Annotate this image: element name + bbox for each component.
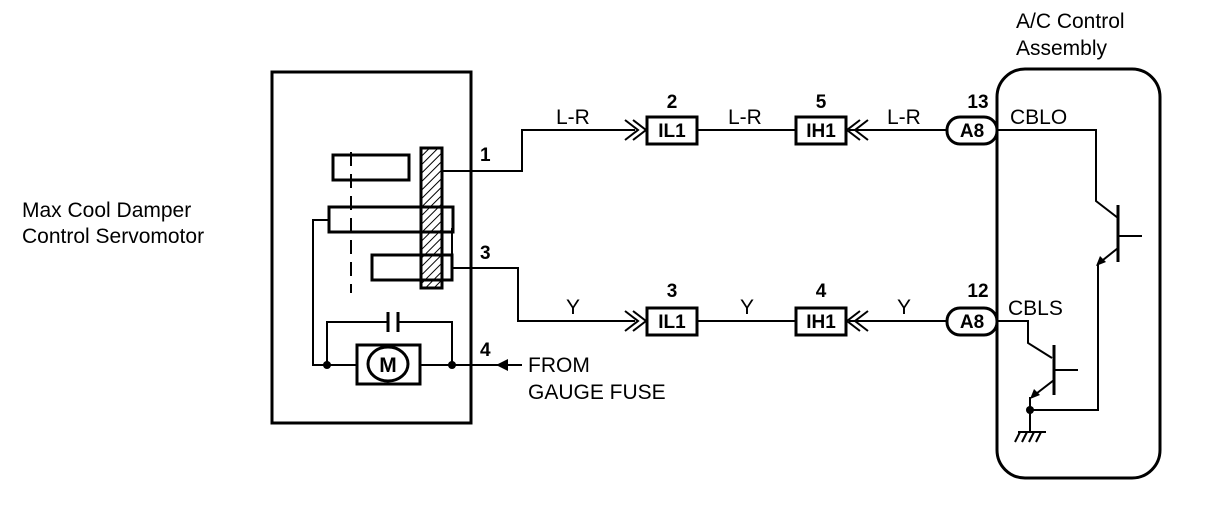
wire-color-y-1: Y: [566, 296, 580, 319]
transistor-lower-arrow: [1030, 389, 1040, 399]
servomotor-label-line1: Max Cool Damper: [22, 199, 191, 222]
connector-arrow-il1-top: [624, 119, 640, 141]
ac-control-title-line2: Assembly: [1016, 37, 1108, 60]
servomotor-box: [270, 70, 473, 425]
lower-circuit: 3 Y IL1 3 Y IH1 4 Y A8 12: [471, 243, 999, 337]
wire-y-1: [471, 267, 635, 322]
connector-arrow-il1-bottom: [624, 310, 640, 332]
connector-il1-top-pin: 2: [667, 92, 678, 113]
ac-control-title-line1: A/C Control: [1016, 10, 1125, 33]
contact-plate-top: [331, 153, 411, 182]
wiper-contact: [419, 146, 444, 290]
connector-arrow-ih1-top: [845, 119, 861, 141]
connector-ih1-top-pin: 5: [816, 92, 827, 113]
connector-ih1-bottom-label: IH1: [806, 312, 836, 333]
connector-ih1-top-label: IH1: [806, 121, 836, 142]
power-source-line1: FROM: [528, 354, 590, 377]
ac-control-box: [995, 67, 1162, 480]
terminal-cblo-label: CBLO: [1010, 106, 1067, 129]
power-source-line2: GAUGE FUSE: [528, 381, 666, 404]
power-feed: 4 FROM GAUGE FUSE: [452, 340, 666, 404]
servomotor-component: M: [270, 70, 473, 425]
terminal-cbls-label: CBLS: [1008, 297, 1063, 320]
ground-junction-dot: [1026, 406, 1034, 414]
wire-color-y-2: Y: [740, 296, 754, 319]
wire-lr-1: [471, 129, 635, 172]
upper-circuit: 1 L-R IL1 2 L-R IH1 5 L-R A8 13: [471, 92, 999, 172]
motor-symbol: [366, 345, 410, 383]
ground-hatch-1: [1014, 431, 1021, 443]
ground-hatch-4: [1035, 431, 1042, 443]
motor-label: M: [379, 354, 397, 377]
internal-wire-left: [312, 219, 357, 366]
ground-hatch-3: [1028, 431, 1035, 443]
connector-a8-bottom-label: A8: [960, 312, 984, 333]
servomotor-label-line2: Control Servomotor: [22, 225, 204, 248]
wire-color-lr-2: L-R: [728, 106, 762, 129]
connector-ih1-bottom-pin: 4: [816, 281, 827, 302]
capacitor-lead-left: [326, 321, 388, 365]
connector-il1-top-label: IL1: [658, 121, 686, 142]
connector-il1-bottom-label: IL1: [658, 312, 686, 333]
transistor-upper-arrow: [1096, 256, 1106, 266]
wire-color-lr-3: L-R: [887, 106, 921, 129]
pin-3-label: 3: [480, 243, 491, 264]
pin-4-label: 4: [480, 340, 491, 361]
connector-ih1-top: [794, 115, 848, 146]
ac-control-assembly: A/C Control Assembly CBLO CBLS: [995, 10, 1162, 480]
pin-1-label: 1: [480, 145, 491, 166]
capacitor-lead-right: [398, 321, 453, 365]
wire-color-y-3: Y: [897, 296, 911, 319]
connector-a8-bottom-pin: 12: [967, 281, 988, 302]
connector-a8-top-label: A8: [960, 121, 984, 142]
connector-arrow-ih1-bottom: [845, 310, 861, 332]
ground-hatch-2: [1021, 431, 1028, 443]
feed-arrow: [496, 359, 508, 371]
connector-a8-top-pin: 13: [967, 92, 988, 113]
transistor-upper-ground-wire: [1030, 264, 1099, 411]
cbls-internal-wire: [997, 320, 1053, 359]
cblo-internal-wire: [997, 129, 1119, 219]
junction-dot-left: [323, 361, 331, 369]
wire-color-lr-1: L-R: [556, 106, 590, 129]
connector-il1-bottom-pin: 3: [667, 281, 678, 302]
connector-ih1-bottom: [794, 306, 848, 337]
